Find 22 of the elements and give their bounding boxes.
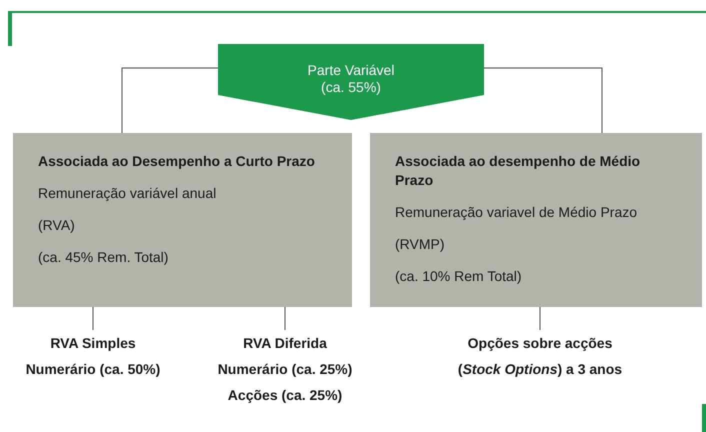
item-text: Numerário (ca. 25%) [216,360,354,379]
box-heading: Associada ao Desempenho a Curto Prazo [38,152,316,171]
box-text: (ca. 10% Rem Total) [395,267,523,286]
heading-text: Parte Variável (ca. 55%) [306,62,396,96]
connector-line [92,306,94,330]
connector-line [484,68,602,134]
box-text: (RVMP) [395,235,446,254]
item-heading: RVA Simples [49,334,137,353]
box-text: (ca. 45% Rem. Total) [38,248,170,267]
item-text: Acções (ca. 25%) [226,386,344,405]
box-text: Remuneração variável anual [38,184,218,203]
item-heading: Opções sobre acções [466,334,614,353]
item-text: (Stock Options) a 3 anos [456,360,624,379]
item-heading: RVA Diferida [242,334,328,353]
box-text: (RVA) [38,216,76,235]
category-box [370,133,702,307]
box-heading: Associada ao desempenho de Médio Prazo [395,152,642,190]
connector-line [284,306,286,330]
category-box [13,133,352,307]
connector-line [122,68,218,134]
box-text: Remuneração variavel de Médio Prazo [395,203,638,222]
item-text: Numerário (ca. 50%) [24,360,162,379]
